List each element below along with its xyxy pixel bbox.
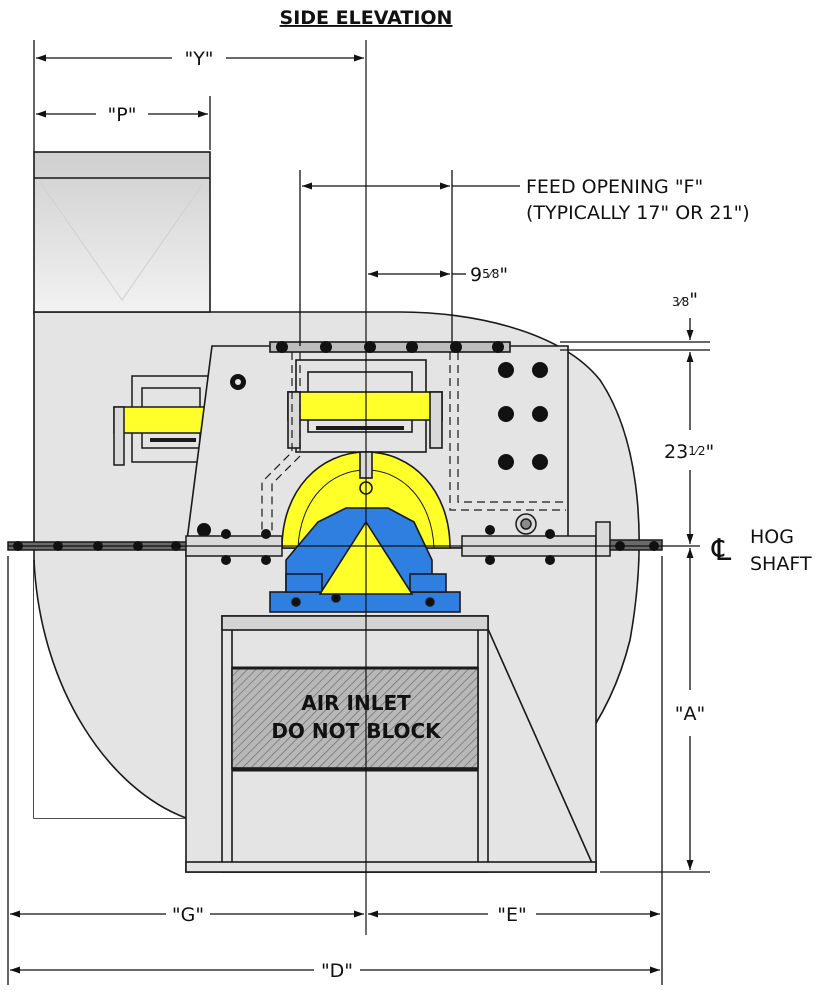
drawing-title: SIDE ELEVATION (280, 7, 453, 29)
dim-d: "D" (321, 960, 353, 982)
shaft-label: SHAFT (750, 553, 812, 575)
feed-opening-note: (TYPICALLY 17" OR 21") (526, 202, 750, 224)
dim-y: "Y" (184, 48, 213, 70)
top-mounting-strip (269, 341, 511, 353)
dim-height-whole: 23 (664, 441, 688, 463)
dim-offset-unit: " (499, 264, 508, 286)
dim-height-frac: 1⁄2 (688, 444, 705, 458)
dim-g: "G" (172, 904, 204, 926)
feed-opening-label: FEED OPENING "F" (526, 176, 703, 198)
centerline-symbol: ℄ (711, 533, 731, 568)
housing-lower-curve (34, 560, 186, 818)
dim-offset: 95⁄8" (470, 264, 508, 286)
dim-offset-whole: 9 (470, 264, 482, 286)
dimension-lines (7, 40, 710, 985)
dim-plate-unit: " (689, 289, 698, 311)
top-strip-bolts (276, 341, 504, 353)
dim-height: 231⁄2" (664, 441, 714, 463)
feed-housing (185, 341, 569, 549)
outlet-duct (33, 151, 211, 313)
dim-height-unit: " (705, 441, 714, 463)
dim-plate-frac: 3⁄8 (672, 295, 689, 309)
dim-offset-frac: 5⁄8 (482, 267, 499, 281)
flange-bolts (13, 525, 659, 565)
air-inlet-grille (231, 667, 479, 769)
dim-a: "A" (675, 703, 705, 725)
hex-bolts (197, 362, 548, 537)
air-inlet-label: AIR INLET (301, 691, 411, 715)
hog-label: HOG (750, 526, 794, 548)
dim-e: "E" (497, 904, 526, 926)
do-not-block-label: DO NOT BLOCK (271, 719, 442, 743)
feed-door-clamp (287, 391, 443, 421)
dim-p: "P" (108, 104, 137, 126)
dim-plate: 3⁄8" (672, 289, 698, 311)
